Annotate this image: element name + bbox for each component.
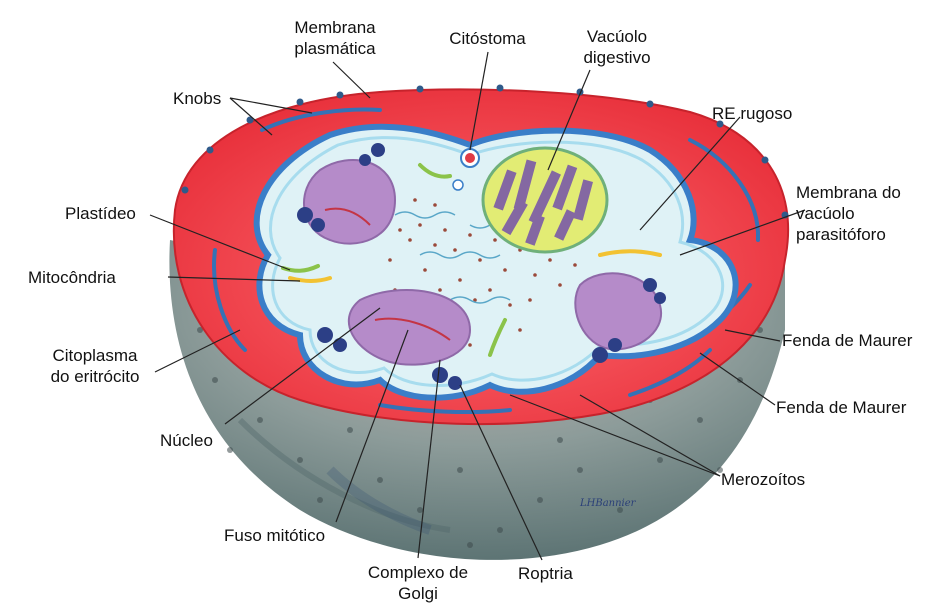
label-fenda-de-maurer-2: Fenda de Maurer	[776, 397, 906, 418]
artist-signature: LHBannier	[580, 498, 635, 509]
label-citoplasma-eritrocito: Citoplasma do eritrócito	[35, 345, 155, 387]
label-re-rugoso: RE rugoso	[712, 103, 792, 124]
label-membrana-plasmatica: Membrana plasmática	[290, 17, 380, 59]
label-knobs: Knobs	[173, 88, 221, 109]
label-membrana-vacuolo-parasitoforo: Membrana do vacúolo parasitóforo	[796, 182, 901, 245]
label-complexo-de-golgi: Complexo de Golgi	[358, 562, 478, 604]
label-roptria: Roptria	[518, 563, 573, 584]
label-citostoma: Citóstoma	[440, 28, 535, 49]
label-fuso-mitotico: Fuso mitótico	[224, 525, 325, 546]
label-mitocondria: Mitocôndria	[28, 267, 116, 288]
label-plastideo: Plastídeo	[65, 203, 136, 224]
label-merozoitos: Merozoítos	[721, 469, 805, 490]
food-vacuole	[483, 148, 607, 252]
label-fenda-de-maurer-1: Fenda de Maurer	[782, 330, 912, 351]
label-vacuolo-digestivo: Vacúolo digestivo	[572, 26, 662, 68]
label-nucleo: Núcleo	[160, 430, 213, 451]
